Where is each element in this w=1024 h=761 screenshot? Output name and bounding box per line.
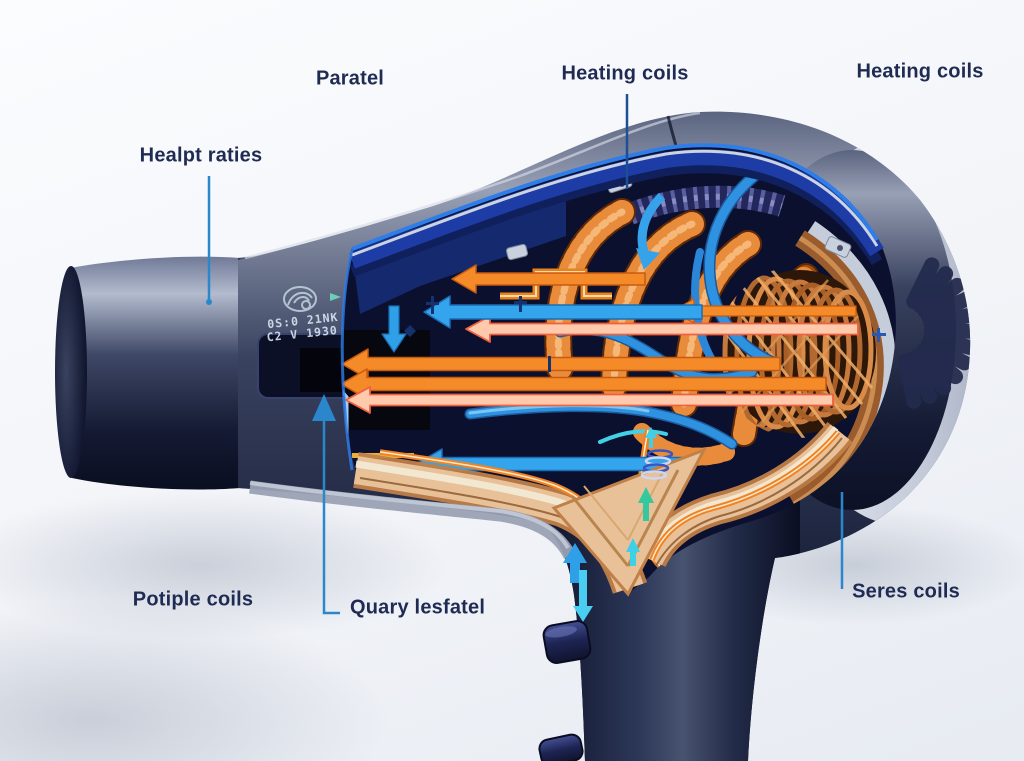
air-duct-platform [341, 379, 349, 434]
power-buttons [538, 620, 592, 761]
airflow-arrows [341, 192, 859, 480]
healpt-raties-leader [206, 176, 212, 305]
nozzle-opening [55, 266, 87, 478]
brand-scribble-logo [283, 286, 317, 312]
nozzle [55, 256, 264, 490]
measurement-ticks [352, 296, 886, 458]
logo-pointer-arrow [330, 293, 341, 301]
intake-airflow-arrows [626, 427, 657, 566]
label-healpt-raties: Healpt raties [139, 144, 263, 167]
cutaway-rim [340, 143, 884, 471]
handle-junction-v-cut [551, 427, 708, 597]
label-heating-coils-right: Heating coils [856, 60, 984, 83]
underside-highlight [249, 481, 570, 550]
label-heating-coils-top: Heating coils [561, 62, 689, 85]
label-quary-lesfatel: Quary lesfatel [350, 596, 486, 619]
shell-top-highlight [244, 111, 701, 260]
spring-coil [640, 449, 674, 480]
label-paratel: Paratel [315, 67, 385, 90]
underside-silver-band [249, 480, 576, 560]
label-seres-coils: Seres coils [852, 580, 960, 603]
background-shadows [0, 490, 1024, 761]
quary-lesfatel-leader [312, 394, 340, 615]
handle-airflow-arrows [563, 543, 593, 622]
power-button-lower[interactable] [538, 733, 584, 761]
insulated-hose-top [625, 185, 786, 225]
label-potiple-coils: Potiple coils [132, 588, 254, 611]
leader-lines [206, 94, 844, 615]
vent-ribs [898, 257, 971, 409]
